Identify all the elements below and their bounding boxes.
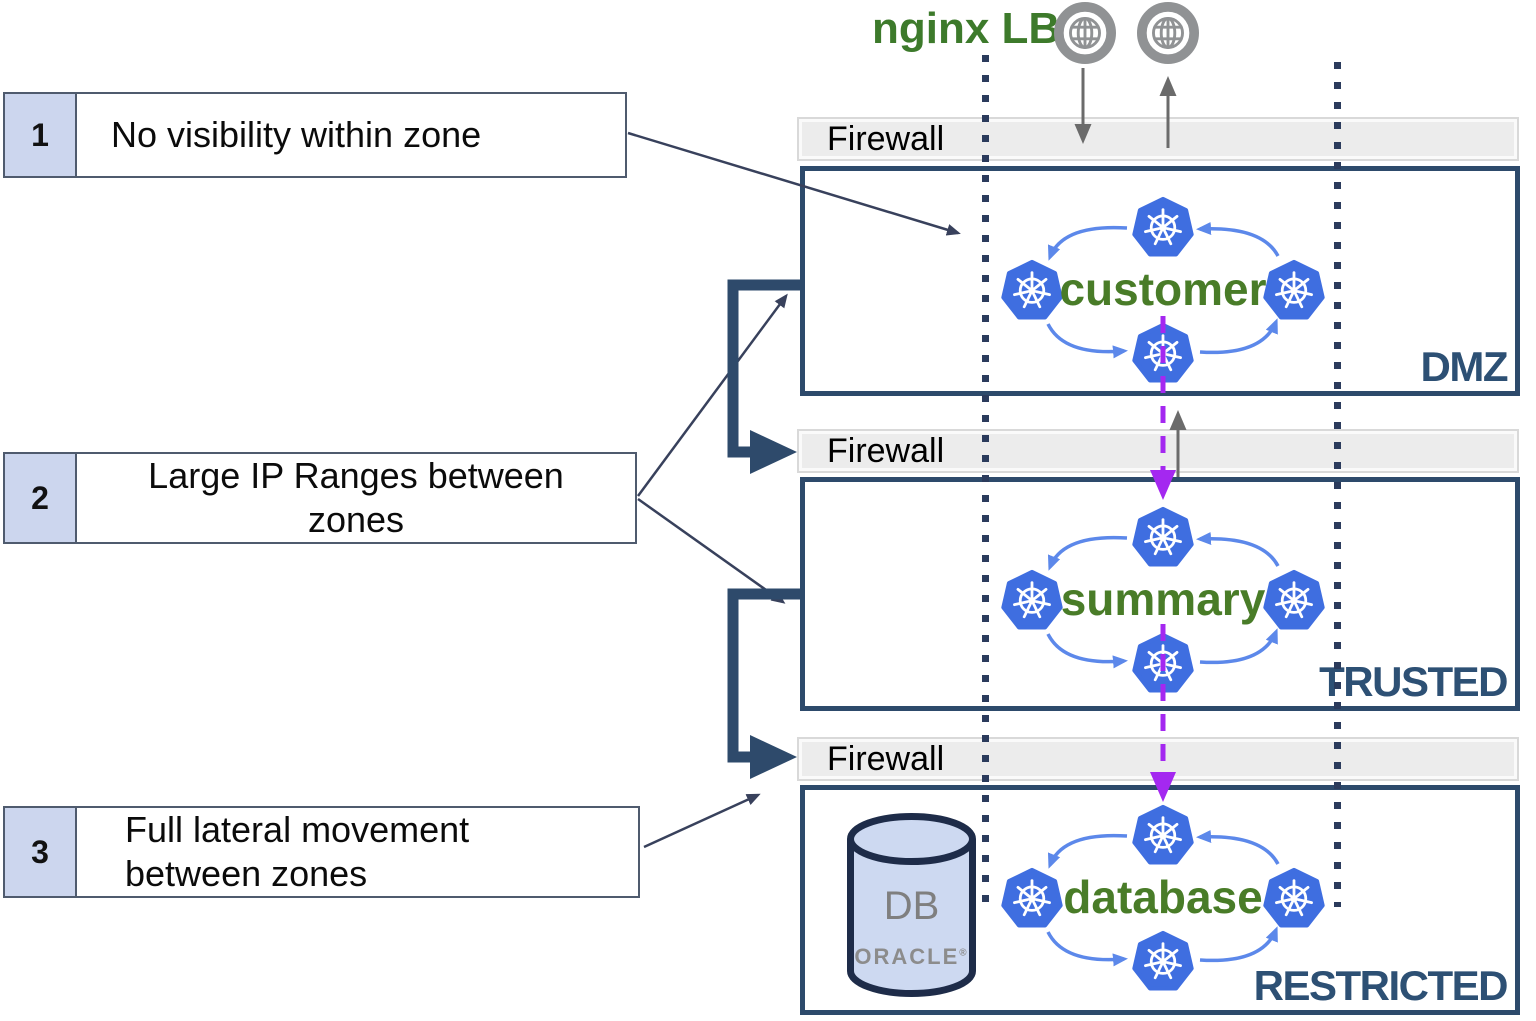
firewall-bar-3: Firewall <box>797 737 1519 781</box>
dotted-boundary-left <box>982 55 989 907</box>
elbow-dmz-to-firewall2 <box>727 279 800 458</box>
arrow-callout2-to-trusted <box>637 497 786 604</box>
oracle-db-cylinder <box>847 813 976 997</box>
callout-1-number: 1 <box>5 94 77 176</box>
callout-2: 2 Large IP Ranges between zones <box>3 452 637 544</box>
cluster-label-customer: customer <box>1059 263 1267 315</box>
kubernetes-icon <box>1132 196 1194 258</box>
globe-icon <box>1137 2 1199 64</box>
kubernetes-icon <box>1132 506 1194 568</box>
oracle-logo: ORACLE® <box>854 944 969 969</box>
globe-icon <box>1054 2 1116 64</box>
kubernetes-icon <box>1132 632 1194 694</box>
kubernetes-icon <box>1132 930 1194 992</box>
callout-2-text: Large IP Ranges between zones <box>148 455 564 540</box>
cluster-label-summary: summary <box>1060 573 1266 625</box>
callout-3-text: Full lateral movement between zones <box>125 809 470 894</box>
kubernetes-icon <box>1132 322 1194 384</box>
callout-2-number: 2 <box>5 454 77 542</box>
firewall-bar-2: Firewall <box>797 429 1519 473</box>
db-label: DB <box>883 884 940 928</box>
elbow-trusted-to-firewall3 <box>727 588 800 763</box>
firewall-label-2: Firewall <box>827 431 945 470</box>
nginx-lb-label: nginx LB <box>872 4 1061 53</box>
kubernetes-icon <box>1132 804 1194 866</box>
dotted-boundary-right <box>1334 62 1341 907</box>
callout-3-number: 3 <box>5 808 77 896</box>
firewall-label-3: Firewall <box>827 739 945 778</box>
firewall-label-1: Firewall <box>827 119 945 158</box>
callout-1-text: No visibility within zone <box>111 114 482 156</box>
arrow-callout2-to-dmz <box>636 293 788 497</box>
elbow-arrowhead-firewall3 <box>750 735 797 779</box>
cluster-label-database: database <box>1063 871 1263 923</box>
callout-3: 3 Full lateral movement between zones <box>3 806 640 898</box>
callout-1: 1 No visibility within zone <box>3 92 627 178</box>
arrow-callout3-to-restricted <box>643 793 761 849</box>
zone-label-trusted: TRUSTED <box>1319 658 1508 705</box>
elbow-arrowhead-firewall2 <box>750 430 797 474</box>
zone-label-restricted: RESTRICTED <box>1253 962 1509 1009</box>
zone-label-dmz: DMZ <box>1420 343 1509 390</box>
firewall-bar-1: Firewall <box>797 117 1519 161</box>
